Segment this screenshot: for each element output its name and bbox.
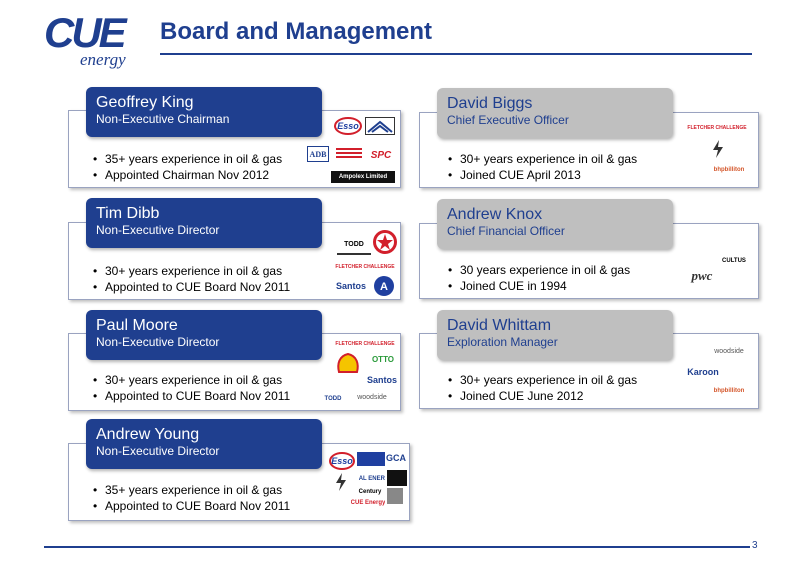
cue-energy-logo: CUE energy [44,12,144,72]
svg-text:A: A [380,281,388,293]
bullet-item: Appointed to CUE Board Nov 2011 [93,279,290,295]
person-role: Chief Financial Officer [447,224,565,238]
person-role: Non-Executive Director [96,335,220,349]
person-role: Non-Executive Director [96,444,220,458]
person-name-box: Tim Dibb Non-Executive Director [86,198,322,248]
bullet-list: 35+ years experience in oil & gas Appoin… [91,482,290,514]
woodside-logo: woodside [357,393,387,401]
todd-logo: TODD [337,235,371,255]
blue-banner-logo [357,452,385,466]
dark-logo [387,470,407,486]
person-role: Non-Executive Director [96,223,220,237]
bullet-item: Appointed to CUE Board Nov 2011 [93,498,290,514]
bullet-list: 30+ years experience in oil & gas Appoin… [91,263,290,295]
woodside-logo: woodside [714,347,744,355]
karoon-logo: Karoon [687,367,719,377]
lightning-logo-icon [333,472,349,492]
header-divider [160,53,752,55]
santos-logo: Santos [335,281,366,291]
texaco-star-icon [372,229,398,255]
person-name: Andrew Knox [447,206,543,223]
page-number: 3 [752,540,758,551]
century-logo: Century [358,489,382,495]
bullet-list: 35+ years experience in oil & gas Appoin… [91,151,282,183]
bullet-item: Appointed Chairman Nov 2012 [93,167,282,183]
logo-main-text: CUE [44,9,127,56]
bhpbilliton-logo: bhpbilliton [713,388,745,394]
bullet-item: Joined CUE June 2012 [448,388,637,404]
bullet-item: 30+ years experience in oil & gas [448,372,637,388]
bullet-item: Joined CUE in 1994 [448,278,630,294]
footer-divider [44,546,750,548]
person-name: Geoffrey King [96,94,194,111]
person-name-box: Andrew Young Non-Executive Director [86,419,322,469]
real-energy-logo: REAL ENERGY [359,476,385,482]
person-name: Andrew Young [96,426,200,443]
grey-square-logo [387,488,403,504]
bullet-item: 35+ years experience in oil & gas [93,151,282,167]
bullet-list: 30+ years experience in oil & gas Joined… [446,372,637,404]
person-role: Non-Executive Chairman [96,112,230,126]
person-name-box: Andrew Knox Chief Financial Officer [437,199,673,249]
santos-logo: Santos [366,375,397,385]
person-name-box: Paul Moore Non-Executive Director [86,310,322,360]
fletcher-challenge-logo: FLETCHER CHALLENGE [335,341,395,347]
bullet-list: 30 years experience in oil & gas Joined … [446,262,630,294]
bullet-item: 30+ years experience in oil & gas [93,263,290,279]
spc-logo: SPC [370,149,392,161]
person-name: David Whittam [447,317,552,334]
otto-logo: OTTO [371,354,395,364]
todd-logo: TODD [324,396,342,402]
shell-logo-icon [335,352,361,374]
bhpbilliton-logo: bhpbilliton [713,167,745,173]
esso-logo: Esso [334,117,362,135]
page-title: Board and Management [160,18,433,45]
bullet-list: 30+ years experience in oil & gas Appoin… [91,372,290,404]
ampolex-logo: Ampolex Limited [331,171,395,183]
bullet-item: 30+ years experience in oil & gas [448,151,637,167]
bullet-item: 30 years experience in oil & gas [448,262,630,278]
fletcher-challenge-logo: FLETCHER CHALLENGE [687,125,747,131]
bullet-list: 30+ years experience in oil & gas Joined… [446,151,637,183]
lightning-logo-icon [710,139,726,159]
adb-logo: ADB [307,146,329,162]
person-name-box: David Whittam Exploration Manager [437,310,673,360]
fletcher-challenge-logo: FLETCHER CHALLENGE [335,264,395,270]
esso-logo: Esso [329,452,355,470]
bullet-item: 30+ years experience in oil & gas [93,372,290,388]
red-stripes-logo [334,144,364,164]
a-badge-icon: A [373,275,395,297]
logo-sub-text: energy [80,50,126,69]
person-name: Paul Moore [96,317,178,334]
person-role: Chief Executive Officer [447,113,569,127]
cultus-logo: CULTUS [722,258,746,264]
pwc-logo: pwc [691,268,713,283]
bullet-item: 35+ years experience in oil & gas [93,482,290,498]
person-name: David Biggs [447,95,533,112]
person-role: Exploration Manager [447,335,558,349]
bird-logo-icon [365,117,395,135]
cue-energy-small-logo: CUE Energy [351,500,385,506]
person-name: Tim Dibb [96,205,160,222]
bullet-item: Appointed to CUE Board Nov 2011 [93,388,290,404]
person-name-box: Geoffrey King Non-Executive Chairman [86,87,322,137]
gca-logo: GCA [386,453,406,463]
bullet-item: Joined CUE April 2013 [448,167,637,183]
person-name-box: David Biggs Chief Executive Officer [437,88,673,138]
